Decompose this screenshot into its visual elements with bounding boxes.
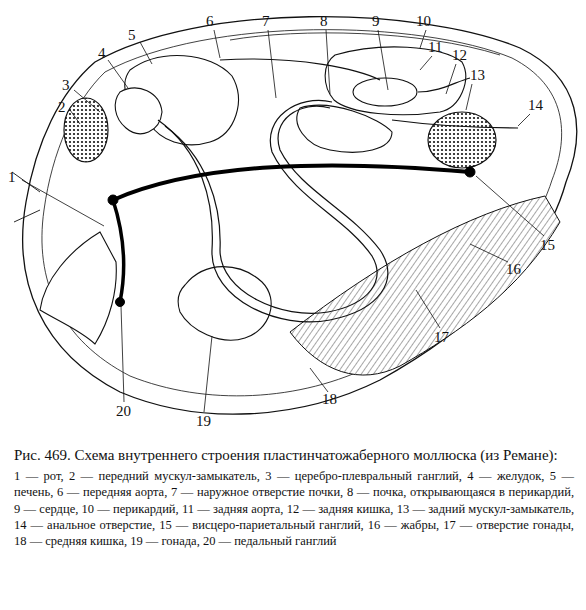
callout-number: 11 bbox=[428, 40, 442, 55]
mollusk-illustration bbox=[0, 0, 586, 440]
key-entry: 18 — средняя кишка, bbox=[14, 534, 127, 548]
callout-number: 20 bbox=[116, 404, 131, 419]
callout-number: 7 bbox=[262, 14, 270, 29]
key-entry: 4 — желудок, bbox=[467, 469, 544, 483]
mouth-palps bbox=[12, 172, 40, 222]
callout-number: 12 bbox=[452, 48, 467, 63]
key-entry: 9 — сердце, bbox=[14, 502, 78, 516]
callout-number: 17 bbox=[434, 330, 449, 345]
key-entry: 12 — задняя кишка, bbox=[287, 502, 394, 516]
callout-number: 14 bbox=[528, 98, 543, 113]
key-entry: 8 — почка, открывающаяся в перикардий, bbox=[347, 485, 574, 499]
key-entry: 6 — передняя аорта, bbox=[57, 485, 167, 499]
foot bbox=[40, 232, 116, 344]
callout-number: 10 bbox=[416, 14, 431, 29]
callout-number: 8 bbox=[320, 14, 328, 29]
key-entry: 13 — задний мускул-замыкатель, bbox=[397, 502, 574, 516]
key-paragraph: 1 — рот, 2 — передний мускул-замыкатель,… bbox=[14, 468, 574, 549]
key-entry: 11 — задняя аорта, bbox=[182, 502, 284, 516]
key-entry: 14 — анальное отверстие, bbox=[14, 518, 155, 532]
callout-number: 5 bbox=[128, 28, 136, 43]
intestine bbox=[158, 59, 518, 322]
key-entry: 1 — рот, bbox=[14, 469, 64, 483]
organs bbox=[115, 47, 465, 340]
callout-number: 4 bbox=[98, 46, 106, 61]
key-entry: 2 — передний мускул-замыкатель, bbox=[69, 469, 260, 483]
caption-block: Рис. 469. Схема внутреннего строения пла… bbox=[14, 446, 574, 549]
key-entry: 17 — отверстие гонады, bbox=[443, 518, 574, 532]
key-entry: 3 — церебро-плевральный ганглий, bbox=[265, 469, 462, 483]
anterior-muscle bbox=[64, 98, 108, 162]
figure-caption: Рис. 469. Схема внутреннего строения пла… bbox=[14, 446, 574, 464]
nerve-cord bbox=[108, 165, 475, 306]
callout-number: 15 bbox=[540, 238, 555, 253]
callout-number: 6 bbox=[206, 14, 214, 29]
callout-number: 16 bbox=[506, 262, 521, 277]
gills bbox=[290, 196, 560, 375]
callout-number: 3 bbox=[62, 78, 70, 93]
key-entry: 10 — перикардий, bbox=[82, 502, 179, 516]
key-entry: 7 — наружное отверстие почки, bbox=[171, 485, 343, 499]
leader-lines bbox=[22, 30, 544, 412]
key-entry: 20 — педальный ганглий bbox=[203, 534, 337, 548]
posterior-muscle bbox=[428, 112, 496, 168]
callout-number: 19 bbox=[196, 414, 211, 429]
key-entry: 19 — гонада, bbox=[130, 534, 200, 548]
key-entry: 16 — жабры, bbox=[368, 518, 439, 532]
callout-number: 2 bbox=[58, 100, 66, 115]
body-outline bbox=[23, 17, 577, 415]
key-entry: 15 — висцеро-париетальный ганглий, bbox=[159, 518, 364, 532]
callout-number: 13 bbox=[470, 68, 485, 83]
callout-number: 1 bbox=[8, 170, 16, 185]
callout-number: 9 bbox=[372, 14, 380, 29]
callout-number: 18 bbox=[322, 392, 337, 407]
